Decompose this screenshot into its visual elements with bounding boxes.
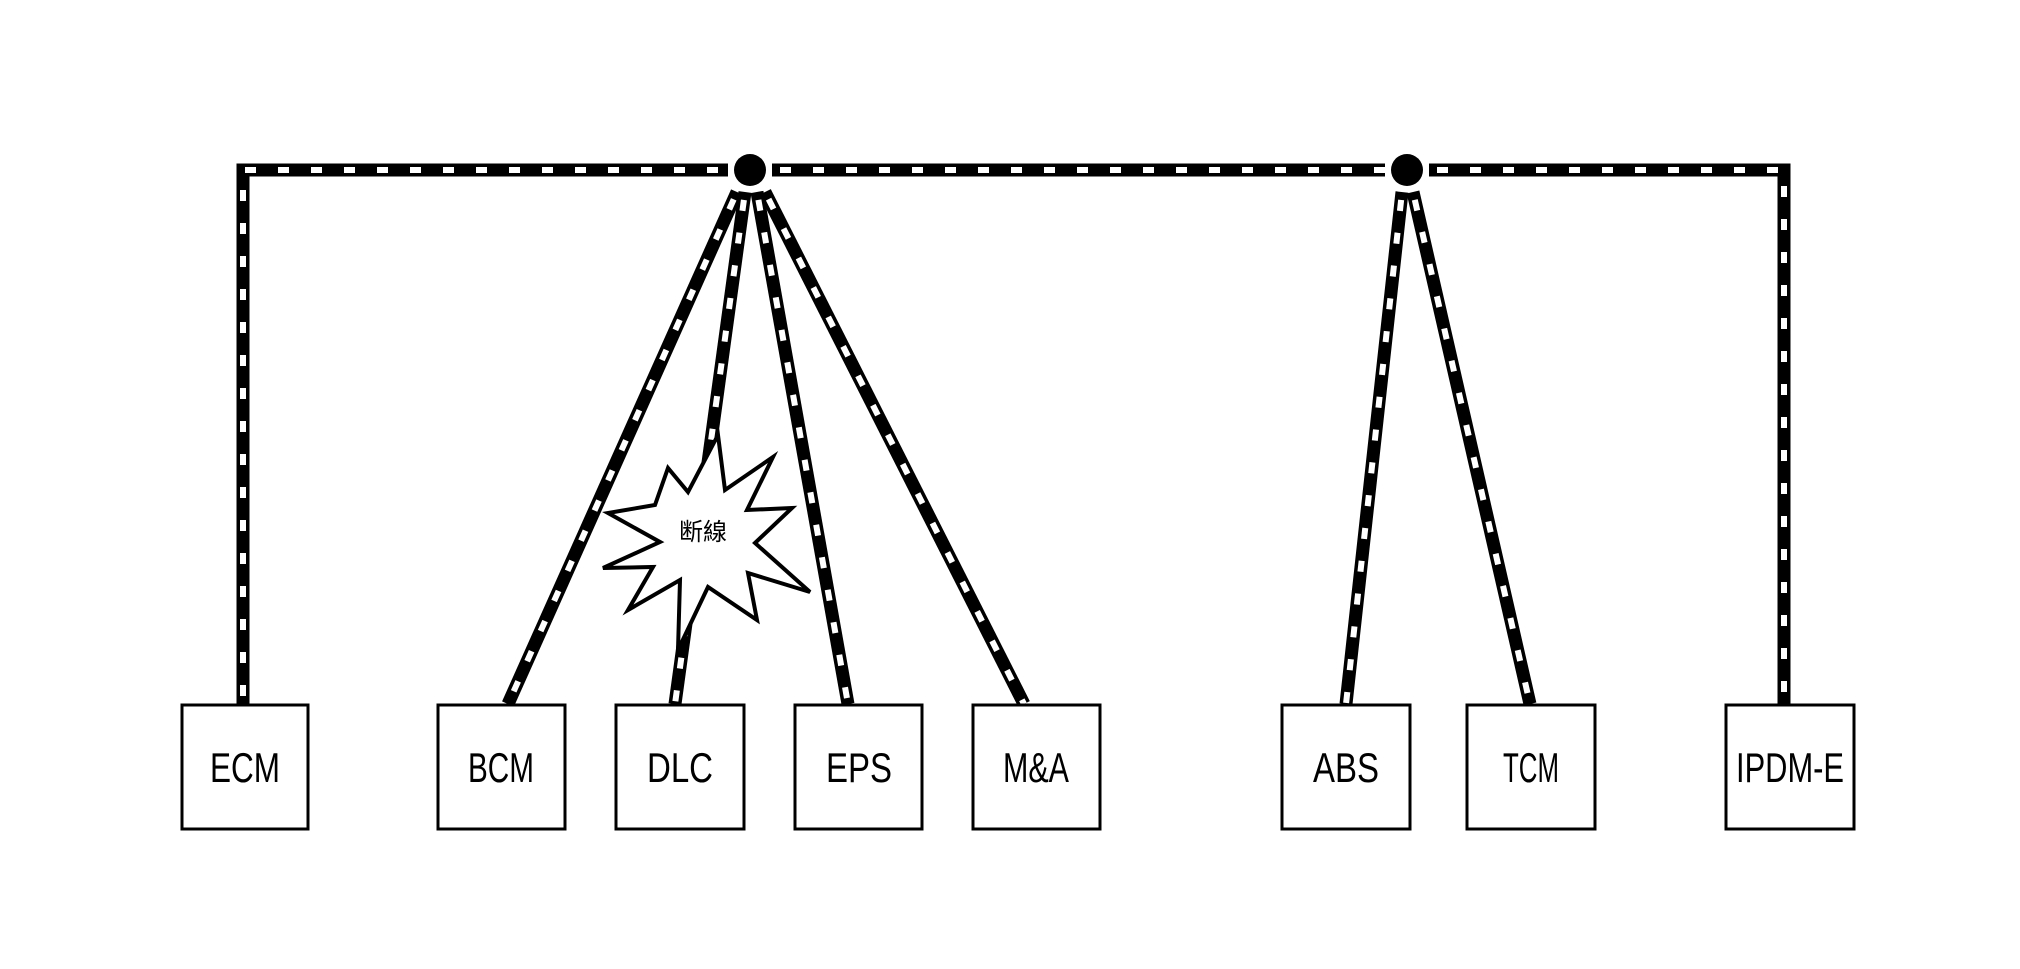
module-box[interactable] xyxy=(971,703,1102,831)
module-box[interactable] xyxy=(1465,703,1597,831)
junction-nodes xyxy=(730,150,1427,190)
wire-tcm-dashes xyxy=(1410,191,1533,705)
module-eps[interactable]: EPS xyxy=(793,703,924,831)
module-dlc[interactable]: DLC xyxy=(614,703,746,831)
module-label: TCM xyxy=(1503,744,1559,791)
wires xyxy=(236,163,1791,707)
bus-left-to-ecm xyxy=(236,163,728,704)
module-ipdm-e[interactable]: IPDM-E xyxy=(1724,703,1856,831)
fault-label: 断線 xyxy=(679,518,727,546)
module-label: DLC xyxy=(647,744,713,791)
break-starburst: 断線 xyxy=(602,428,812,651)
wire-eps xyxy=(750,190,855,706)
module-ecm[interactable]: ECM xyxy=(180,703,310,831)
module-box[interactable] xyxy=(614,703,746,831)
wire-ma-dashes xyxy=(762,190,1027,706)
module-label: ECM xyxy=(210,744,280,791)
module-label: BCM xyxy=(468,744,534,791)
module-box[interactable] xyxy=(1724,703,1856,831)
module-tcm[interactable]: TCM xyxy=(1465,703,1597,831)
bus-left-to-ecm-dashes xyxy=(240,167,728,704)
junction-node-2-dot xyxy=(1391,154,1423,186)
bus-right-to-ipdm xyxy=(1429,163,1791,704)
module-label: M&A xyxy=(1003,744,1069,791)
module-label: ABS xyxy=(1313,744,1379,791)
module-box[interactable] xyxy=(1280,703,1412,831)
wire-bcm-dashes xyxy=(505,190,740,706)
modules: ECM BCM DLC EPS M&A ABS TCM IPDM-E xyxy=(180,703,1856,831)
module-label: EPS xyxy=(826,744,892,791)
wire-abs xyxy=(1339,191,1409,705)
module-abs[interactable]: ABS xyxy=(1280,703,1412,831)
module-ma[interactable]: M&A xyxy=(971,703,1102,831)
module-label: IPDM-E xyxy=(1736,744,1844,791)
bus-right-to-ipdm-dashes xyxy=(1429,167,1787,704)
starburst-shape xyxy=(602,428,812,651)
module-box[interactable] xyxy=(436,703,567,831)
module-box[interactable] xyxy=(793,703,924,831)
module-bcm[interactable]: BCM xyxy=(436,703,567,831)
module-box[interactable] xyxy=(180,703,310,831)
junction-node-1-dot xyxy=(734,154,766,186)
